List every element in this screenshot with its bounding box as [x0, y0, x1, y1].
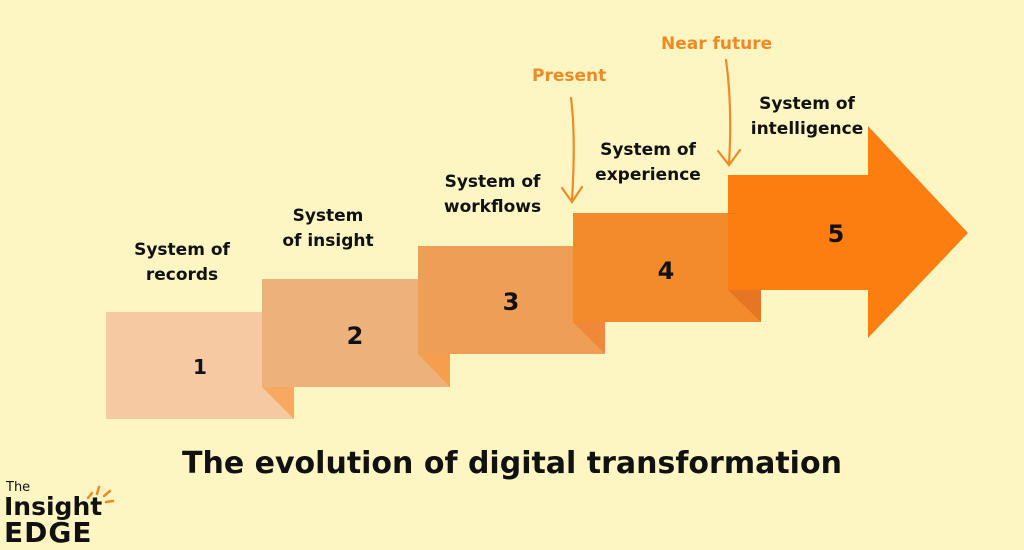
present-marker-arrow [560, 96, 584, 204]
step-5-number: 5 [828, 220, 845, 248]
step-3-number: 3 [503, 288, 520, 316]
logo-insight-text: Insight [4, 492, 103, 521]
step-1-number: 1 [193, 355, 207, 379]
present-label: Present [532, 66, 607, 86]
step-1-fold-tab [262, 387, 294, 419]
step-2-number: 2 [347, 322, 364, 350]
logo-edge-text: EDGE [4, 516, 93, 549]
step-3-fold-tab [573, 322, 605, 354]
near-future-marker-arrow [716, 58, 742, 167]
logo-spark-icon [86, 485, 115, 504]
logo-the-text: The [6, 480, 31, 495]
step-5-arrow [728, 126, 968, 338]
near-future-label: Near future [661, 34, 773, 54]
step-4-number: 4 [658, 257, 675, 285]
step-4-fold-tab [728, 290, 761, 322]
step-2-fold-tab [418, 354, 450, 387]
step-5: 5 [728, 126, 968, 338]
insight-edge-logo: The Insight EDGE [4, 480, 124, 550]
diagram-title: The evolution of digital transformation [182, 446, 842, 481]
